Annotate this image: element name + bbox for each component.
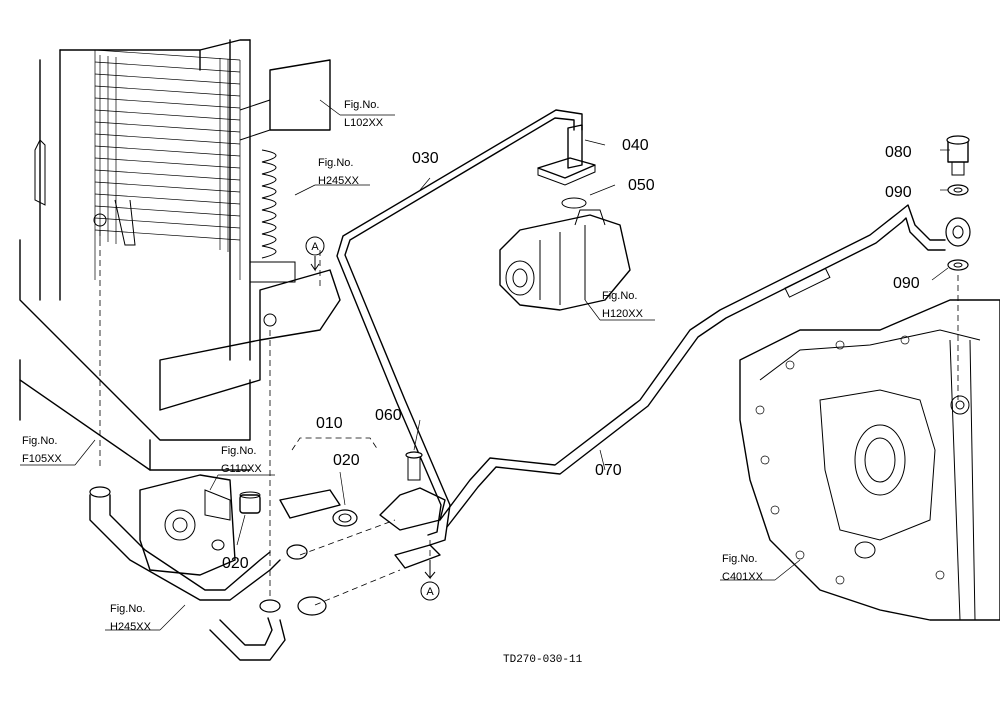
label-080: 080 <box>885 144 912 161</box>
fig-ref-h245-top: Fig.No. H245XX <box>318 157 360 187</box>
label-020-left: 020 <box>222 555 249 572</box>
label-040: 040 <box>622 137 649 154</box>
radiator-frame-assembly <box>19 39 341 600</box>
label-090-bottom: 090 <box>893 275 920 292</box>
figure-references: Fig.No. L102XX Fig.No. H245XX Fig.No. H1… <box>22 99 764 633</box>
hydraulic-pump <box>499 209 631 311</box>
fig-ref-h245-bottom: Fig.No. H245XX <box>110 603 152 633</box>
leader-lines <box>20 99 950 631</box>
label-020-top: 020 <box>333 452 360 469</box>
label-060: 060 <box>375 407 402 424</box>
transmission-housing <box>739 299 1000 621</box>
spring-coil <box>249 149 296 283</box>
svg-text:A: A <box>311 241 319 253</box>
lower-hose-h245 <box>89 486 401 661</box>
fig-ref-h120: Fig.No. H120XX <box>602 290 644 320</box>
radiator-fins <box>94 49 241 280</box>
svg-text:H245XX: H245XX <box>318 175 360 187</box>
label-010: 010 <box>316 415 343 432</box>
thermostat-housing <box>139 474 236 576</box>
svg-text:Fig.No.: Fig.No. <box>602 290 637 302</box>
banjo-bolt-assembly <box>946 135 970 400</box>
svg-text:L102XX: L102XX <box>344 117 384 129</box>
svg-text:A: A <box>426 586 434 598</box>
svg-text:F105XX: F105XX <box>22 453 62 465</box>
svg-text:H120XX: H120XX <box>602 308 644 320</box>
fig-ref-g110: Fig.No. G110XX <box>221 445 262 475</box>
marker-a-bottom: A <box>420 581 440 601</box>
svg-text:Fig.No.: Fig.No. <box>22 435 57 447</box>
fig-ref-c401: Fig.No. C401XX <box>722 553 764 583</box>
label-070: 070 <box>595 462 622 479</box>
svg-text:Fig.No.: Fig.No. <box>722 553 757 565</box>
svg-text:G110XX: G110XX <box>221 463 262 475</box>
marker-a-top: A <box>305 236 325 272</box>
pipe-030 <box>336 109 583 546</box>
svg-text:H245XX: H245XX <box>110 621 152 633</box>
hose-010 <box>279 489 358 527</box>
bracket-010 <box>291 437 379 451</box>
svg-text:Fig.No.: Fig.No. <box>221 445 256 457</box>
label-090-top: 090 <box>885 184 912 201</box>
pump-flange-plate <box>537 124 596 209</box>
part-labels: 030 040 050 010 020 020 060 070 080 090 … <box>222 137 920 572</box>
fig-ref-l102: Fig.No. L102XX <box>344 99 384 129</box>
svg-text:Fig.No.: Fig.No. <box>318 157 353 169</box>
lower-bracket-assembly <box>379 451 446 580</box>
pipe-070 <box>439 204 971 528</box>
svg-text:C401XX: C401XX <box>722 571 764 583</box>
fig-ref-f105: Fig.No. F105XX <box>22 435 62 465</box>
hose-clamp-020-left <box>239 491 261 514</box>
label-030: 030 <box>412 150 439 167</box>
svg-text:Fig.No.: Fig.No. <box>110 603 145 615</box>
svg-text:Fig.No.: Fig.No. <box>344 99 379 111</box>
drawing-code: TD270-030-11 <box>503 654 583 666</box>
label-050: 050 <box>628 177 655 194</box>
